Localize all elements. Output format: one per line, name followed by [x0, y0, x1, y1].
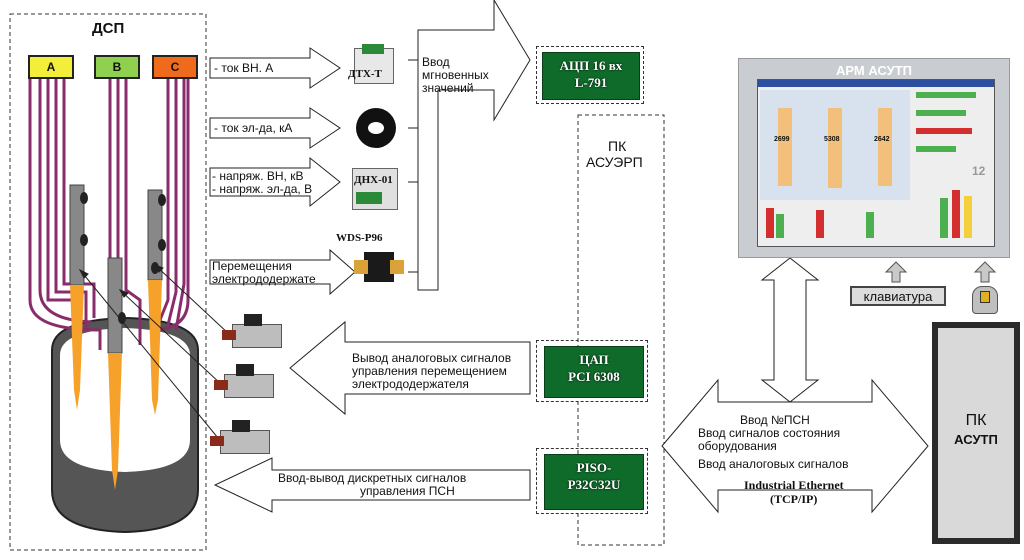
dac-board-label-1: ЦАП — [579, 352, 609, 367]
pk-asuerp-label-2: АСУЭРП — [586, 154, 643, 170]
sensor-arrows — [209, 47, 356, 296]
analog-output-label-1: Вывод аналоговых сигналов — [352, 351, 512, 365]
phase-c-box: C — [152, 55, 198, 79]
dtx-sensor-device: ДТХ-Т — [348, 42, 404, 92]
dac-board-label-2: PCI 6308 — [568, 369, 620, 384]
arm-window: 2699 5308 2642 12 — [757, 79, 995, 247]
analog-output-arrow — [289, 320, 531, 416]
wds-label: WDS-P96 — [336, 232, 383, 244]
adc-board-label-2: L-791 — [574, 75, 608, 90]
discrete-io-arrow — [213, 457, 531, 513]
network-line-2: Ввод сигналов состояния — [698, 426, 841, 440]
instant-input-label-2: мгновенных — [422, 68, 489, 82]
adc-board-label-1: АЦП 16 вх — [559, 58, 623, 73]
network-arrow — [661, 378, 929, 514]
wds-sensor-device — [350, 246, 408, 288]
adc-board-frame — [536, 46, 644, 104]
arm-link-arrow — [760, 257, 820, 403]
label-voltage-electrode: - напряж. эл-да, В — [212, 182, 313, 196]
instant-input-arrow — [417, 0, 531, 291]
current-transformer-ring — [356, 108, 396, 148]
dtx-label: ДТХ-Т — [348, 68, 382, 80]
keyboard-box: клавиатура — [850, 286, 946, 306]
piso-board-label-2: P32C32U — [567, 477, 621, 492]
network-protocol-1: Industrial Ethernet — [744, 478, 844, 492]
dac-board: ЦАП PCI 6308 — [544, 346, 644, 398]
dnx-sensor-device: ДНХ-01 — [348, 162, 408, 214]
piso-board-frame — [536, 448, 648, 514]
electrodes — [69, 184, 166, 490]
arm-screen: АРМ АСУТП 2699 5308 2642 12 — [738, 58, 1010, 258]
instant-input-label-1: Ввод — [422, 55, 450, 69]
network-line-1: Ввод №ПСН — [740, 413, 810, 427]
mouse-icon — [972, 286, 998, 314]
valve-3 — [210, 418, 280, 464]
pk-asutp-label-1: ПК — [965, 412, 987, 429]
adc-board: АЦП 16 вх L-791 — [542, 52, 640, 100]
phase-b-box: B — [94, 55, 140, 79]
discrete-io-label-1: Ввод-вывод дискретных сигналов — [278, 471, 467, 485]
label-current-electrode: - ток эл-да, кА — [214, 121, 293, 135]
arm-title: АРМ АСУТП — [836, 63, 912, 78]
label-movement-1: Перемещения — [212, 259, 292, 273]
mouse-up-arrow — [973, 261, 997, 283]
network-line-4: Ввод аналоговых сигналов — [698, 457, 849, 471]
dnx-label: ДНХ-01 — [354, 174, 393, 186]
pk-asutp-block: ПК АСУТП — [932, 322, 1020, 544]
analog-output-label-3: электрододержателя — [352, 377, 469, 391]
pk-asuerp-label-1: ПК — [608, 138, 627, 154]
network-line-3: оборудования — [698, 439, 777, 453]
valve-1 — [222, 312, 292, 358]
valve-2 — [214, 362, 284, 408]
arm-screen-number: 12 — [972, 164, 986, 178]
furnace-frame — [9, 13, 207, 551]
dac-board-frame — [536, 340, 648, 402]
furnace-title: ДСП — [92, 20, 125, 37]
label-current-hv: - ток ВН. А — [214, 61, 274, 75]
piso-board-label-1: PISO- — [576, 460, 612, 475]
arm-panel-value-3: 2642 — [874, 136, 890, 143]
label-voltage-hv: - напряж. ВН, кВ — [212, 169, 304, 183]
arm-panel-value-2: 5308 — [824, 136, 840, 143]
pk-asutp-label-2: АСУТП — [954, 432, 998, 447]
network-protocol-2: (TCP/IP) — [770, 492, 818, 506]
hydraulic-lines — [78, 264, 231, 439]
pk-asuerp-frame — [577, 114, 665, 546]
arm-panel-value-1: 2699 — [774, 136, 790, 143]
piso-board: PISO- P32C32U — [544, 454, 644, 510]
label-movement-2: электрододержате — [212, 272, 316, 286]
keyboard-up-arrow — [884, 261, 908, 283]
analog-output-label-2: управления перемещением — [352, 364, 507, 378]
phase-a-box: A — [28, 55, 74, 79]
instant-input-label-3: значений — [422, 81, 474, 95]
discrete-io-label-2: управления ПСН — [360, 484, 455, 498]
